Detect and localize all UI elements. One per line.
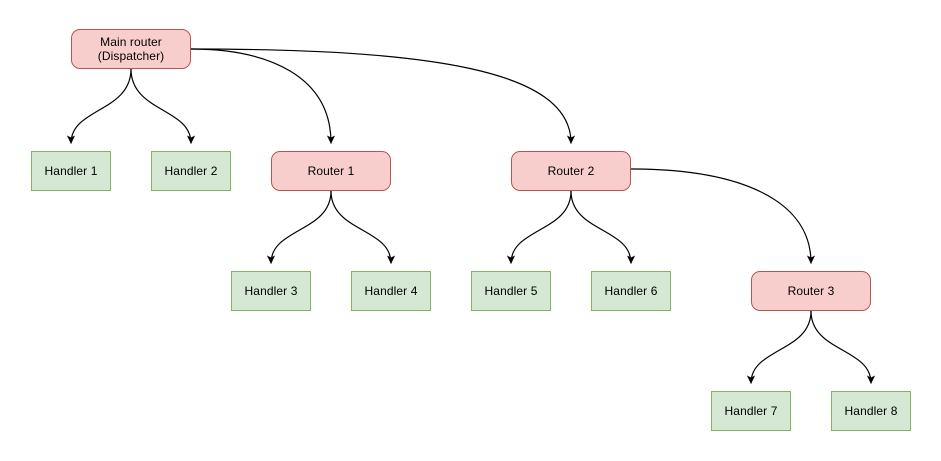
edge-main-router-1 (190, 48, 336, 144)
node-label-handler-8: Handler 8 (844, 404, 898, 418)
node-label-router-3: Router 3 (787, 284, 835, 298)
node-label-handler-2: Handler 2 (164, 164, 218, 178)
node-main-router[interactable]: Main router (Dispatcher) (71, 29, 191, 69)
edge-router3-handler-7 (746, 310, 812, 384)
node-router-3[interactable]: Router 3 (751, 271, 871, 311)
edge-router2-router-3 (630, 168, 816, 264)
node-handler-4[interactable]: Handler 4 (351, 271, 431, 311)
node-handler-3[interactable]: Handler 3 (231, 271, 311, 311)
node-handler-2[interactable]: Handler 2 (151, 151, 231, 191)
node-label-router-2: Router 2 (547, 164, 595, 178)
node-handler-6[interactable]: Handler 6 (591, 271, 671, 311)
edge-main-router-2 (190, 48, 576, 144)
node-handler-7[interactable]: Handler 7 (711, 391, 791, 431)
node-handler-1[interactable]: Handler 1 (31, 151, 111, 191)
edges-group (66, 48, 876, 384)
edge-router1-handler-4 (330, 190, 396, 264)
edge-router2-handler-6 (570, 190, 636, 264)
node-label-handler-7: Handler 7 (724, 404, 778, 418)
node-label-handler-4: Handler 4 (364, 284, 418, 298)
node-label-router-1: Router 1 (307, 164, 355, 178)
node-label-handler-1: Handler 1 (44, 164, 98, 178)
node-handler-8[interactable]: Handler 8 (831, 391, 911, 431)
edge-router3-handler-8 (810, 310, 876, 384)
node-label-handler-3: Handler 3 (244, 284, 298, 298)
node-router-2[interactable]: Router 2 (511, 151, 631, 191)
edge-main-handler-2 (130, 68, 196, 144)
edge-main-handler-1 (66, 68, 132, 144)
edge-router2-handler-5 (506, 190, 572, 264)
node-router-1[interactable]: Router 1 (271, 151, 391, 191)
node-handler-5[interactable]: Handler 5 (471, 271, 551, 311)
node-label-handler-6: Handler 6 (604, 284, 658, 298)
node-label-main-router: Main router (Dispatcher) (97, 35, 165, 63)
edge-router1-handler-3 (266, 190, 332, 264)
node-label-handler-5: Handler 5 (484, 284, 538, 298)
